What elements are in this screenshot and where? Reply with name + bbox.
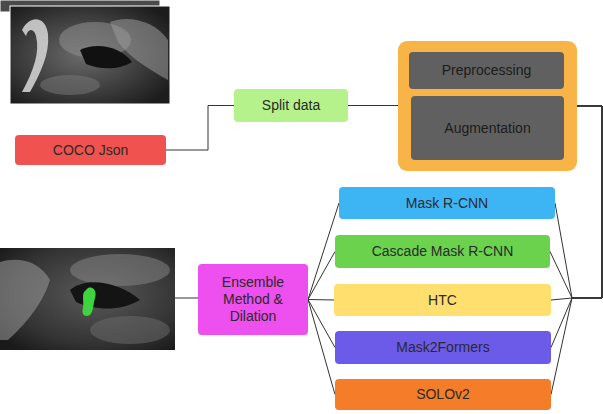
connector-line bbox=[308, 252, 335, 300]
mri-structure bbox=[110, 19, 168, 80]
node-label: Cascade Mask R-CNN bbox=[368, 243, 518, 260]
process-box: Preprocessing bbox=[409, 52, 564, 89]
model-box: Cascade Mask R-CNN bbox=[335, 235, 550, 268]
mri-output-slice bbox=[0, 248, 175, 350]
node-label: SOLOv2 bbox=[412, 386, 474, 403]
connector-line bbox=[166, 106, 234, 151]
mri-structure bbox=[70, 254, 170, 286]
group-box: PreprocessingAugmentation bbox=[398, 41, 577, 171]
model-box: Mask R-CNN bbox=[339, 187, 555, 219]
connector-line bbox=[308, 300, 335, 395]
output-wire bbox=[175, 298, 198, 299]
node-label: Mask2Formers bbox=[392, 339, 493, 356]
node-label: Mask R-CNN bbox=[402, 195, 492, 212]
mri-structure bbox=[0, 260, 50, 340]
mri-structure bbox=[90, 316, 170, 344]
mri-structure bbox=[80, 46, 132, 68]
node-label: Preprocessing bbox=[438, 62, 536, 79]
process-box: Split data bbox=[234, 89, 348, 122]
node-label: Split data bbox=[258, 97, 324, 114]
node-label: HTC bbox=[424, 292, 461, 309]
process-box: Augmentation bbox=[411, 96, 564, 160]
model-box: Mask2Formers bbox=[335, 331, 551, 364]
node-label: Ensemble Method & Dilation bbox=[198, 274, 308, 325]
input-box: COCO Json bbox=[15, 135, 166, 165]
connector-line bbox=[348, 105, 398, 106]
model-box: SOLOv2 bbox=[335, 379, 551, 410]
ensemble-box: Ensemble Method & Dilation bbox=[198, 264, 308, 335]
connector-line bbox=[308, 300, 335, 348]
model-box: HTC bbox=[334, 284, 551, 316]
node-label: Augmentation bbox=[440, 120, 534, 137]
node-label: COCO Json bbox=[49, 142, 132, 159]
mri-structure bbox=[40, 75, 100, 95]
mri-structure bbox=[70, 282, 140, 308]
mri-slice bbox=[10, 6, 170, 104]
connector-line bbox=[308, 299, 334, 301]
segmentation-mask bbox=[82, 288, 95, 316]
